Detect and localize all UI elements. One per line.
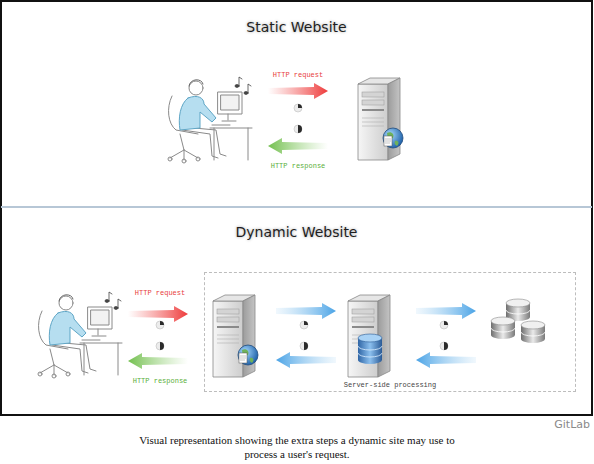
arrow-label: HTTP request xyxy=(258,71,338,80)
internal-arrow xyxy=(276,352,336,368)
outer-frame xyxy=(1,1,592,415)
app-server xyxy=(348,295,390,377)
wait-icon xyxy=(440,321,448,329)
panel-heading: Dynamic Website xyxy=(1,223,592,241)
request-arrow xyxy=(268,83,328,99)
wait-icon xyxy=(294,125,302,133)
database-icon xyxy=(358,334,382,364)
panel-heading: Static Website xyxy=(1,18,592,36)
globe-icon xyxy=(383,128,403,148)
response-arrow xyxy=(128,353,188,369)
wait-icon xyxy=(156,321,164,329)
group-label: Server-side processing xyxy=(205,381,575,390)
arrow-label: HTTP response xyxy=(258,162,338,171)
group-box: Server-side processing xyxy=(204,272,576,392)
database-stack xyxy=(491,317,515,339)
figure-caption: Visual representation showing the extra … xyxy=(138,433,456,461)
wait-icon xyxy=(294,104,302,112)
response-arrow xyxy=(268,138,328,154)
database-stack xyxy=(521,321,545,343)
arrow-label: HTTP response xyxy=(120,377,200,386)
wait-icon xyxy=(300,321,308,329)
wait-icon xyxy=(300,342,308,350)
watermark: GitLab xyxy=(530,418,590,431)
user-illustration xyxy=(168,77,252,163)
wait-icon xyxy=(156,342,164,350)
panel-band: Dynamic WebsiteServer-side processing xyxy=(1,208,592,415)
wait-icon xyxy=(440,342,448,350)
internal-arrow xyxy=(276,303,336,319)
internal-arrow xyxy=(416,303,476,319)
globe-icon xyxy=(238,345,258,365)
panel-band: Static Website xyxy=(1,1,592,208)
user-illustration xyxy=(38,292,122,378)
internal-arrow xyxy=(416,352,476,368)
request-arrow xyxy=(128,306,188,322)
arrow-label: HTTP request xyxy=(120,289,200,298)
